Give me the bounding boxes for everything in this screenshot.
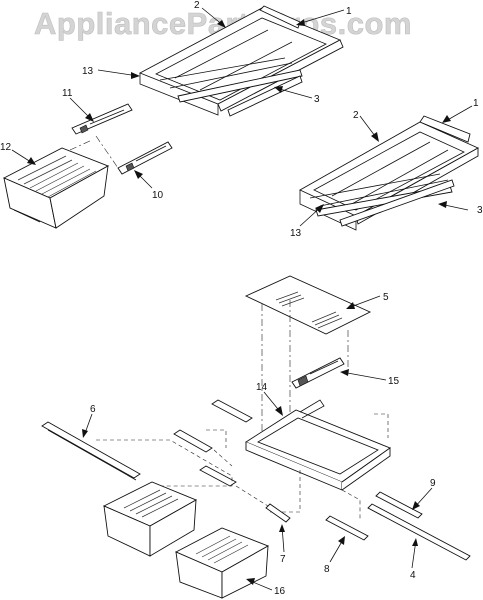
guide-line: [235, 485, 269, 507]
crisper-cover-frame-14: [245, 399, 391, 491]
slide-rail-11: [71, 103, 133, 135]
rail-8: [325, 515, 369, 541]
leader-10: [134, 170, 153, 189]
guide-line: [341, 489, 361, 520]
slide-rail-15: [291, 357, 345, 389]
leader-15: [340, 369, 387, 381]
leader-2a: [201, 7, 226, 28]
crisper-drawer-left: [102, 481, 198, 557]
leader-7: [279, 524, 285, 553]
callout-6: 6: [90, 404, 96, 415]
guide-line: [213, 449, 233, 467]
callout-13-top: 13: [82, 66, 94, 77]
slide-rail-10: [117, 141, 173, 175]
leader-8: [329, 536, 345, 563]
alignment-line: [95, 135, 119, 169]
crisper-drawer-12: [2, 147, 110, 229]
callout-1-right: 1: [473, 98, 479, 109]
leader-3b: [438, 201, 469, 211]
guide-line: [270, 470, 301, 513]
callout-10: 10: [152, 190, 164, 201]
leader-4: [411, 538, 418, 569]
callout-13-right: 13: [290, 228, 302, 239]
leader-5: [346, 295, 381, 309]
support-rail-4: [367, 503, 471, 561]
leader-16: [246, 578, 273, 591]
callout-3-right: 3: [477, 205, 483, 216]
callout-3-top: 3: [314, 94, 320, 105]
callout-12: 12: [0, 142, 12, 153]
guide-line: [96, 439, 233, 487]
leader-13a: [97, 69, 140, 79]
callout-14: 14: [256, 382, 268, 393]
leader-1a: [296, 9, 345, 26]
callout-7: 7: [280, 554, 286, 565]
callout-15: 15: [388, 376, 400, 387]
callout-11: 11: [62, 88, 73, 99]
callout-9: 9: [430, 478, 436, 489]
callout-1-top: 1: [346, 6, 352, 17]
crisper-drawer-16: [174, 527, 270, 599]
callout-16: 16: [274, 586, 286, 597]
bar-6: [41, 421, 141, 481]
leader-1b: [442, 105, 473, 123]
clip-7: [265, 503, 291, 523]
callout-4: 4: [410, 570, 416, 581]
callout-8: 8: [324, 564, 330, 575]
callout-2-top: 2: [194, 0, 200, 11]
guide-line: [206, 429, 227, 448]
leader-14: [263, 391, 283, 416]
support-rail-9: [375, 491, 423, 519]
leader-13b: [299, 204, 324, 227]
leader-11: [69, 97, 94, 122]
glass-shelf-5: [244, 275, 372, 335]
shelf-frame-assembly-right: [299, 115, 480, 231]
leader-3a: [274, 86, 313, 99]
callout-2-right: 2: [353, 110, 359, 121]
shelf-frame-assembly-top: [138, 5, 344, 117]
alignment-line: [69, 139, 93, 151]
leader-9: [412, 487, 433, 510]
guide-line: [374, 413, 389, 438]
leader-6: [82, 413, 93, 438]
callout-5: 5: [383, 292, 389, 303]
leader-12: [11, 149, 36, 165]
rail-stack-center: [173, 399, 253, 487]
leader-2b: [359, 115, 379, 142]
